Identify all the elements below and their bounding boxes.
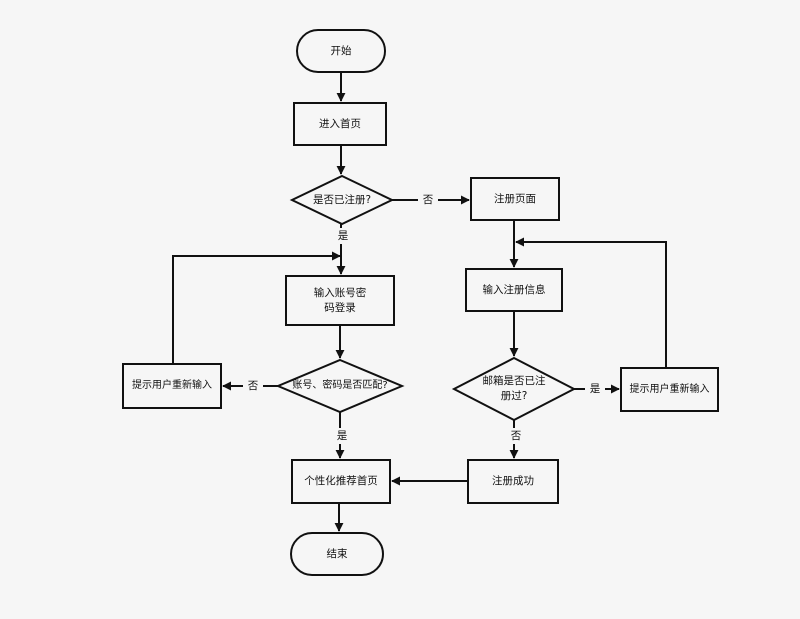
register-info-label: 输入注册信息 — [482, 283, 546, 296]
recommend-label: 个性化推荐首页 — [304, 475, 378, 488]
email-question-label: 邮箱是否已注 册过? — [482, 375, 546, 402]
reenter-right-label: 提示用户重新输入 — [629, 383, 710, 395]
recommend-box — [291, 459, 391, 504]
register-success-label: 注册成功 — [492, 475, 534, 488]
edge-label-registered-no: 否 — [418, 192, 438, 208]
edge-label-registered-yes: 是 — [333, 228, 353, 244]
reenter-left-box — [122, 363, 222, 409]
reenter-right-box — [620, 367, 719, 412]
edge-label-email-yes: 是 — [585, 381, 605, 397]
register-page-box — [470, 177, 560, 221]
start-label: 开始 — [330, 44, 352, 57]
edge-reenter-left-loop — [172, 251, 341, 364]
home-box — [293, 102, 387, 146]
home-label: 进入首页 — [319, 117, 361, 130]
edge-reenter-right-loop — [515, 237, 667, 368]
registered-question-label: 是否已注册? — [312, 193, 372, 206]
end-label: 结束 — [326, 547, 348, 560]
end-terminal — [290, 532, 384, 576]
login-input-box — [285, 275, 395, 326]
reenter-left-label: 提示用户重新输入 — [132, 380, 212, 391]
login-input-label: 输入账号密 码登录 — [313, 286, 367, 314]
edge-label-match-no: 否 — [243, 378, 263, 394]
edge-label-match-yes: 是 — [332, 428, 352, 444]
edge-label-email-no: 否 — [506, 428, 526, 444]
match-question-label: 账号、密码是否匹配? — [292, 380, 388, 391]
register-page-label: 注册页面 — [494, 192, 536, 205]
